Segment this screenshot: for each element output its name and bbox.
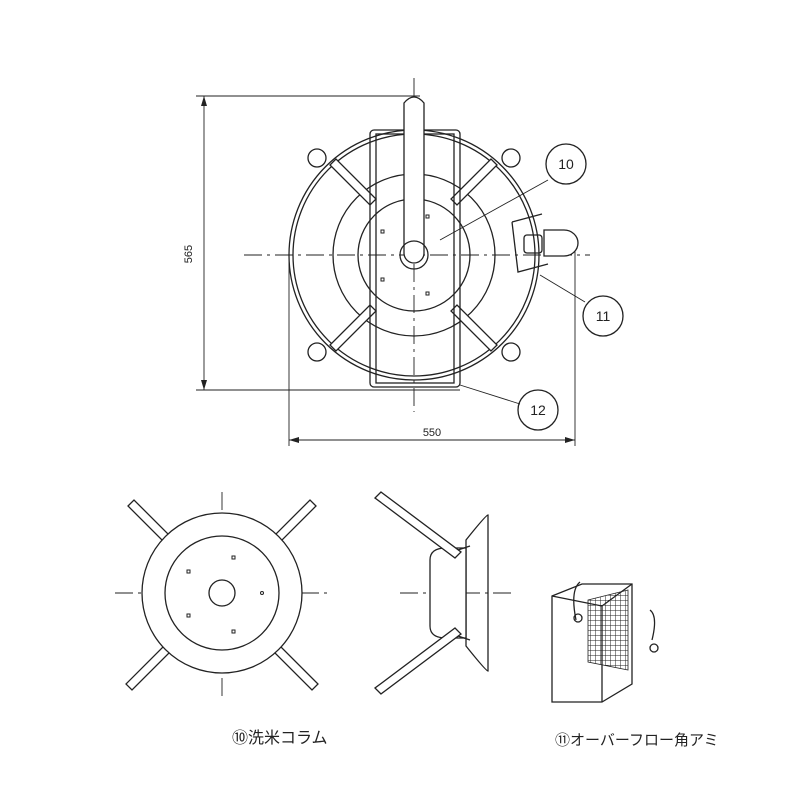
caption-part11: ⑪オーバーフロー角アミ	[555, 732, 719, 749]
part11-overflow-mesh	[551, 581, 659, 703]
plate-holes	[380, 214, 430, 296]
part10-top-view	[115, 492, 330, 700]
dimension-height-label: 565	[183, 245, 195, 263]
callout-label: 11	[596, 308, 611, 324]
leader-12	[459, 384, 521, 405]
caption-part10: ⑩洗米コラム	[232, 729, 328, 747]
leader-11	[539, 274, 586, 303]
callout-label: 10	[558, 156, 574, 172]
column-pipe	[403, 96, 425, 264]
part10-side-view	[374, 491, 512, 695]
column-hub	[399, 240, 429, 270]
overflow-mesh-top	[511, 213, 579, 273]
callout-label: 12	[530, 402, 546, 418]
leader-10	[439, 179, 549, 241]
callout-10: 10	[545, 143, 587, 185]
top-view-assembly: 565 550	[183, 78, 624, 446]
callout-11: 11	[582, 295, 624, 337]
callout-12: 12	[517, 389, 559, 431]
dimension-width-label: 550	[423, 427, 441, 439]
